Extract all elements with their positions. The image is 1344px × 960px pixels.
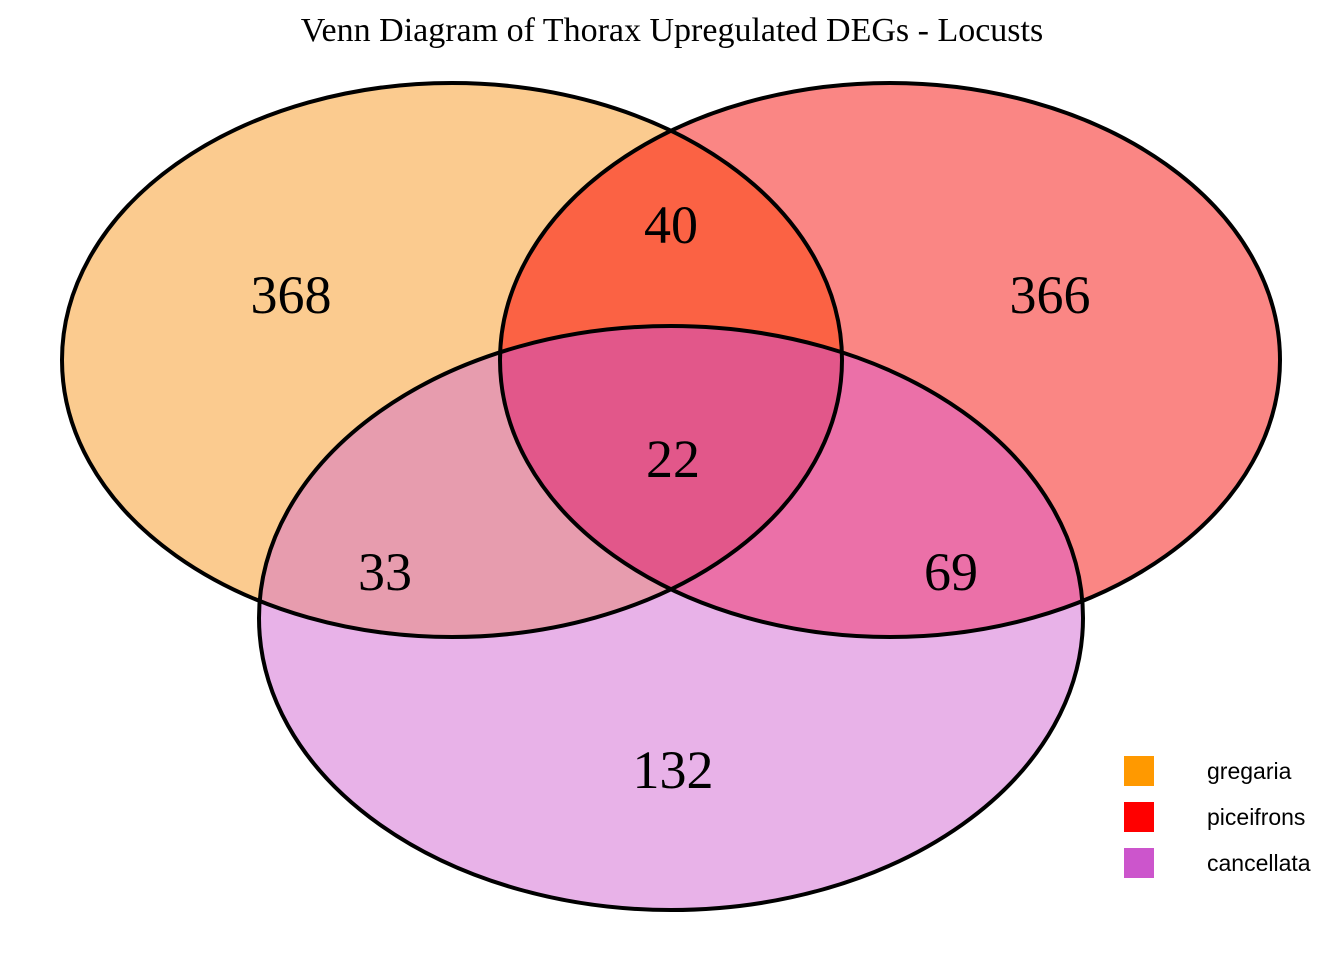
legend-swatch-cancellata xyxy=(1124,848,1154,878)
legend-swatch-piceifrons xyxy=(1124,802,1154,832)
count-all-three: 22 xyxy=(646,429,700,489)
ellipse-cancellata-outline xyxy=(257,324,1085,912)
legend-label-gregaria: gregaria xyxy=(1207,757,1292,784)
count-piceifrons-only: 366 xyxy=(1010,265,1091,325)
legend-item-cancellata: cancellata xyxy=(1124,840,1339,886)
page-title: Venn Diagram of Thorax Upregulated DEGs … xyxy=(300,12,1044,49)
count-gregaria-cancellata: 33 xyxy=(358,542,412,602)
legend: gregaria piceifrons cancellata xyxy=(1124,748,1339,886)
legend-item-gregaria: gregaria xyxy=(1124,748,1339,794)
legend-label-piceifrons: piceifrons xyxy=(1207,803,1306,830)
legend-item-piceifrons: piceifrons xyxy=(1124,794,1339,840)
count-piceifrons-cancellata: 69 xyxy=(924,542,978,602)
count-gregaria-piceifrons: 40 xyxy=(644,195,698,255)
venn-region-fills xyxy=(62,83,1280,910)
count-gregaria-only: 368 xyxy=(251,265,332,325)
count-cancellata-only: 132 xyxy=(633,740,714,800)
ellipse-piceifrons-outline xyxy=(498,81,1282,639)
venn-region-labels: 368 366 40 22 33 69 132 xyxy=(251,195,1091,800)
legend-swatch-gregaria xyxy=(1124,756,1154,786)
ellipse-gregaria-outline xyxy=(60,81,844,639)
legend-label-cancellata: cancellata xyxy=(1207,849,1311,876)
venn-outlines xyxy=(60,81,1282,912)
